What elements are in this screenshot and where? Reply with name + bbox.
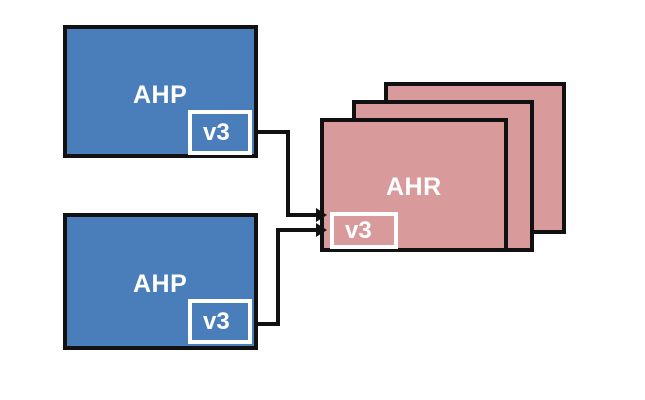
connector-top-arrowhead	[316, 208, 327, 222]
connector-top-segment-h2	[286, 213, 322, 217]
connector-bottom-segment-v	[276, 228, 280, 326]
ahp-top-card[interactable]	[63, 25, 258, 158]
ahp-bottom-label: AHP	[133, 270, 188, 298]
ahr-label: AHR	[386, 173, 442, 201]
ahp-top-version-label: v3	[203, 118, 230, 146]
connector-bottom-segment-h2	[276, 228, 322, 232]
ahr-version-chip[interactable]: v3	[330, 212, 398, 249]
ahp-bottom-version-chip[interactable]: v3	[188, 299, 252, 344]
ahr-card-layer-1[interactable]	[320, 118, 508, 252]
connector-bottom-arrowhead	[316, 223, 327, 237]
ahp-top-label: AHP	[133, 81, 188, 109]
ahp-bottom-card[interactable]	[63, 213, 258, 350]
ahp-bottom-version-label: v3	[203, 307, 230, 335]
connector-top-segment-h1	[256, 130, 290, 134]
connector-top-segment-v	[286, 130, 290, 217]
ahr-version-label: v3	[345, 216, 372, 244]
connector-bottom-segment-h1	[256, 322, 280, 326]
ahp-top-version-chip[interactable]: v3	[188, 110, 252, 155]
